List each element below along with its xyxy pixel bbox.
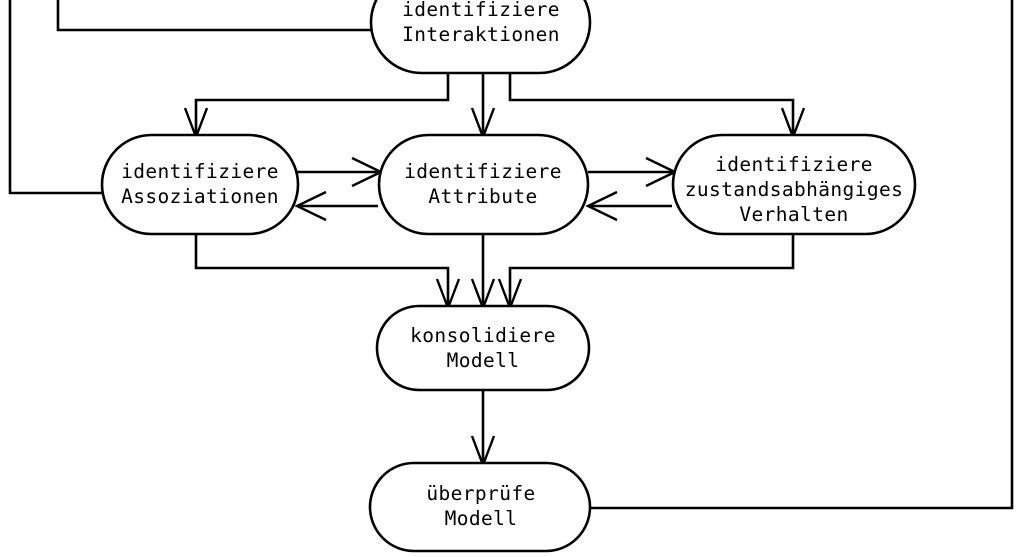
node-label-verhalten-line2: zustandsabhängiges	[685, 178, 904, 201]
edge-offscreen-left-to-assoziationen	[8, 0, 103, 195]
node-identifiziere-assoziationen[interactable]: identifiziere Assoziationen	[100, 133, 300, 236]
edge-offscreen-left-to-interaktionen	[56, 0, 372, 32]
node-identifiziere-attribute[interactable]: identifiziere Attribute	[377, 133, 590, 236]
node-label-konsolidiere-line2: Modell	[447, 349, 520, 372]
node-ueberpruefe-modell[interactable]: überprüfe Modell	[368, 461, 592, 553]
arrowhead-verhalten-to-attribute	[585, 190, 618, 222]
node-shape-verhalten	[671, 133, 917, 236]
node-label-ueberpruefe-line1: überprüfe	[426, 482, 535, 505]
node-identifiziere-interaktionen[interactable]: identifiziere Interaktionen	[369, 0, 592, 75]
node-shape-assoziationen	[100, 133, 300, 236]
edge-ueberpruefe-feedback-right	[590, 0, 1014, 510]
edge-verhalten-to-konsolidiere	[508, 234, 795, 305]
node-shape-interaktionen	[369, 0, 592, 75]
edges-layer	[8, 0, 1014, 510]
node-identifiziere-zustandsabhaengiges-verhalten[interactable]: identifiziere zustandsabhängiges Verhalt…	[671, 133, 917, 236]
node-shape-attribute	[377, 133, 590, 236]
node-konsolidiere-modell[interactable]: konsolidiere Modell	[375, 304, 591, 392]
node-label-interaktionen-line2: Interaktionen	[402, 23, 560, 46]
node-label-ueberpruefe-line2: Modell	[445, 507, 518, 530]
edge-interaktionen-to-verhalten	[508, 73, 795, 134]
node-label-konsolidiere-line1: konsolidiere	[410, 324, 556, 347]
node-label-attribute-line2: Attribute	[428, 185, 537, 208]
node-label-attribute-line1: identifiziere	[404, 160, 562, 183]
node-label-verhalten-line1: identifiziere	[715, 153, 873, 176]
node-label-verhalten-line3: Verhalten	[739, 203, 848, 226]
arrowhead-attribute-to-assoziationen	[294, 190, 327, 222]
node-shape-ueberpruefe	[368, 461, 592, 553]
node-label-assoziationen-line2: Assoziationen	[121, 185, 279, 208]
edge-interaktionen-to-assoziationen	[194, 73, 450, 134]
node-label-interaktionen-line1: identifiziere	[402, 0, 560, 21]
node-shape-konsolidiere	[375, 304, 591, 392]
edge-assoziationen-to-konsolidiere	[194, 234, 450, 305]
node-label-assoziationen-line1: identifiziere	[121, 160, 279, 183]
